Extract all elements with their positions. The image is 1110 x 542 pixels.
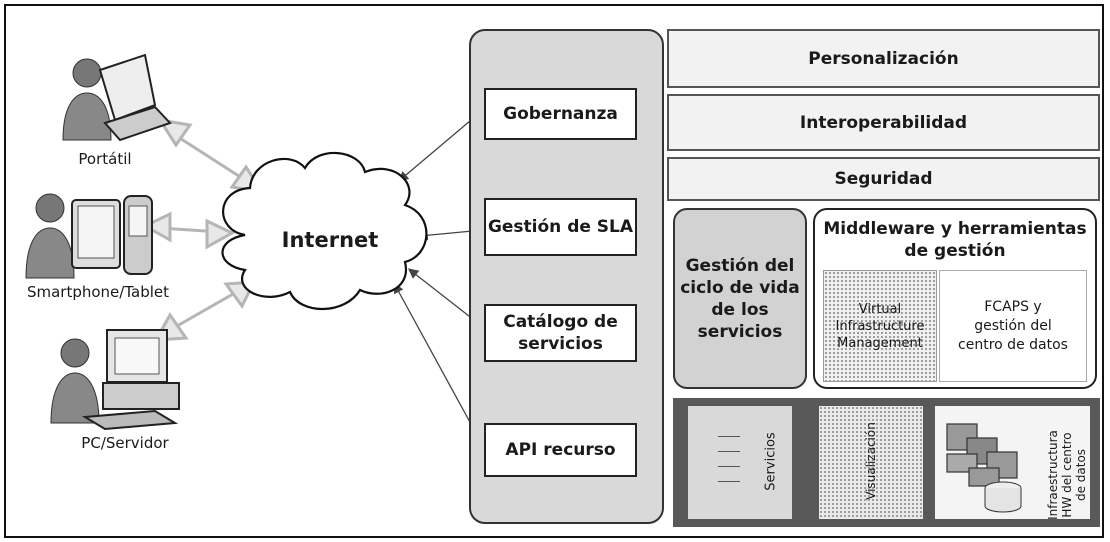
fcaps-line2: gestión del: [974, 317, 1052, 334]
infrastructure-line1: Infraestructura: [1046, 430, 1060, 520]
internet-label: Internet: [281, 228, 379, 252]
infrastructure-line2: HW del centro: [1060, 432, 1074, 518]
internet-cloud: [221, 152, 428, 311]
smartphone-user-icon: [25, 193, 153, 279]
infrastructure-line3: de datos: [1074, 448, 1088, 502]
pc-label: PC/Servidor: [81, 434, 169, 452]
middleware-title-line2: de gestión: [904, 241, 1006, 261]
infrastructure-block: Infraestructura HW del centro de datos: [935, 406, 1090, 520]
vim-line1: Virtual: [858, 301, 902, 317]
fcaps-box: FCAPS y gestión del centro de datos: [939, 270, 1087, 382]
server-rack-icon: [946, 423, 1022, 513]
personalization-layer: Personalización: [667, 29, 1100, 88]
gobernanza-box: Gobernanza: [484, 88, 637, 140]
virtualization-block: Visualización: [819, 406, 923, 519]
virtualization-label: Visualización: [864, 422, 878, 500]
lifecycle-line3: de los: [711, 299, 769, 320]
lifecycle-line1: Gestión del: [685, 255, 795, 276]
middleware-box: Middleware y herramientas de gestión Vir…: [813, 208, 1097, 389]
lifecycle-box: Gestión del ciclo de vida de los servici…: [673, 208, 807, 389]
api-label: API recurso: [505, 440, 616, 460]
middleware-title: Middleware y herramientas de gestión: [815, 218, 1095, 262]
laptop-user-icon: [62, 53, 172, 142]
security-layer: Seguridad: [667, 157, 1100, 201]
vim-box: Virtual Infrastructure Management: [823, 270, 937, 382]
gobernanza-label: Gobernanza: [503, 104, 618, 124]
interoperability-layer: Interoperabilidad: [667, 94, 1100, 151]
sla-box: Gestión de SLA: [484, 198, 637, 256]
laptop-link: [174, 133, 246, 182]
personalization-label: Personalización: [808, 48, 959, 69]
vim-line3: Management: [837, 335, 923, 351]
infrastructure-band: Servicios Visualización Infraestructura …: [673, 398, 1100, 527]
arrow-api: [393, 282, 485, 449]
tablet-cloud-arrow-head: [205, 218, 236, 250]
fcaps-line1: FCAPS y: [984, 298, 1042, 315]
lifecycle-line4: servicios: [697, 321, 783, 342]
lifecycle-line2: ciclo de vida: [680, 277, 800, 298]
smartphone-label: Smartphone/Tablet: [26, 283, 170, 301]
sla-label: Gestión de SLA: [487, 217, 634, 237]
pc-link: [169, 288, 241, 332]
fcaps-line3: centro de datos: [958, 336, 1068, 353]
diagram-frame: [4, 4, 1104, 538]
service-line: [718, 466, 740, 467]
service-line: [718, 451, 740, 452]
catalogo-label-line1: Catálogo de: [503, 312, 618, 332]
infrastructure-label: Infraestructura HW del centro de datos: [1046, 420, 1088, 530]
services-block: Servicios: [688, 406, 792, 519]
tablet-arrow-head: [141, 211, 172, 243]
laptop-label: Portátil: [78, 150, 132, 168]
pc-user-icon: [50, 329, 180, 430]
vim-line2: Infrastructure: [835, 318, 925, 334]
api-box: API recurso: [484, 423, 637, 477]
catalogo-label-line2: servicios: [518, 334, 603, 354]
service-line: [718, 481, 740, 482]
middleware-title-line1: Middleware y herramientas: [823, 219, 1087, 239]
catalogo-box: Catálogo de servicios: [484, 304, 637, 362]
laptop-arrow-head: [156, 117, 193, 148]
service-line: [718, 436, 740, 437]
services-label: Servicios: [763, 432, 779, 491]
security-label: Seguridad: [834, 169, 933, 189]
interoperability-label: Interoperabilidad: [799, 112, 968, 133]
